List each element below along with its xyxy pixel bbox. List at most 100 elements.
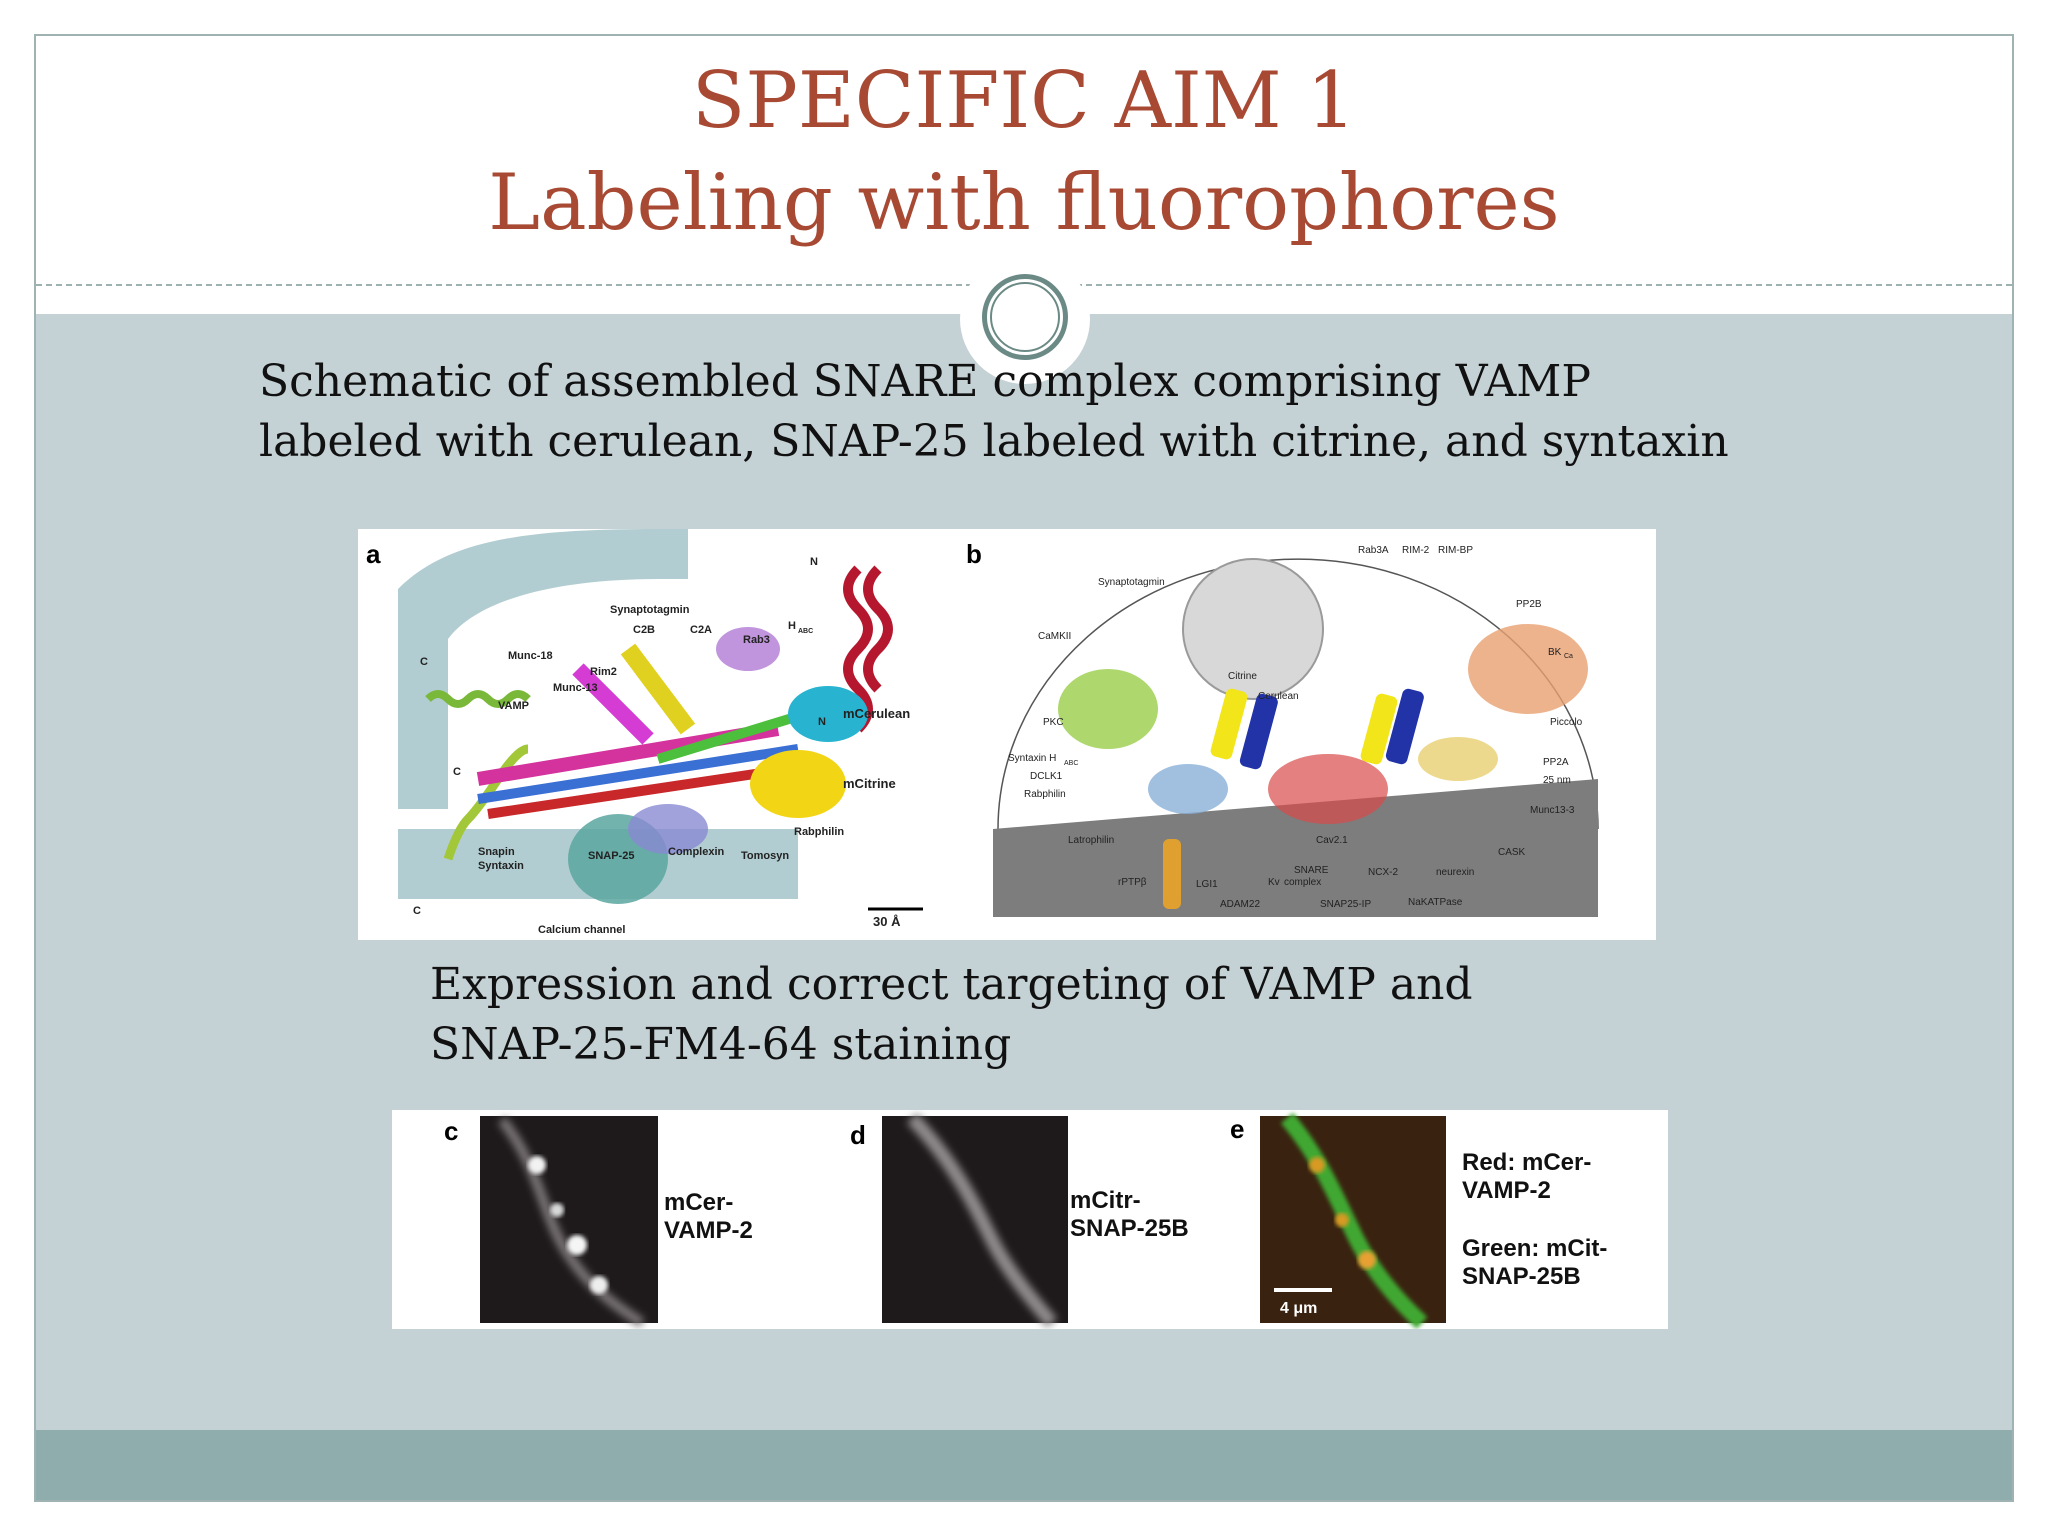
label-c-bottom: C [413, 905, 421, 917]
title-area: SPECIFIC AIM 1 Labeling with fluorophore… [36, 36, 2012, 286]
label-pp2b: PP2B [1516, 599, 1542, 610]
legend-green-line1: Green: mCit- [1462, 1235, 1607, 1262]
citrine-rod-1 [1210, 688, 1248, 760]
neurite-d [906, 1113, 1058, 1328]
label-snare: SNARE [1294, 865, 1329, 876]
label-synaptotagmin: Synaptotagmin [610, 604, 690, 616]
label-mcitr-snap25b-line1: mCitr- [1070, 1187, 1141, 1214]
label-bkca-sub: Ca [1564, 653, 1573, 660]
paragraph-expression-line-2: SNAP-25-FM4-64 staining [430, 1019, 1012, 1070]
label-camkii: CaMKII [1038, 631, 1071, 642]
synaptotagmin-c2a [620, 643, 696, 735]
label-pp2a: PP2A [1543, 757, 1569, 768]
vamp-helix [425, 690, 531, 708]
label-piccolo: Piccolo [1550, 717, 1583, 728]
vesicle-membrane [398, 529, 688, 809]
snare-helix-blue [477, 744, 799, 804]
label-n-top: N [810, 556, 818, 568]
label-mcitrine: mCitrine [843, 776, 896, 791]
puncta-e-1 [1309, 1157, 1325, 1173]
label-lgi1: LGI1 [1196, 879, 1218, 890]
puncta-e-2 [1335, 1213, 1349, 1227]
label-rabphilin: Rabphilin [794, 826, 844, 838]
label-mcer-vamp2-line1: mCer- [664, 1189, 733, 1216]
label-c-top: C [420, 656, 428, 668]
image-mcer-vamp2 [480, 1116, 658, 1323]
label-citrine: Citrine [1228, 671, 1257, 682]
protein-cluster-green [1058, 669, 1158, 749]
label-munc13: Munc-13 [553, 682, 598, 694]
label-mcer-vamp2-line2: VAMP-2 [664, 1217, 753, 1244]
legend-green-line2: SNAP-25B [1462, 1263, 1581, 1290]
puncta-c-3 [567, 1235, 587, 1255]
paragraph-schematic: Schematic of assembled SNARE complex com… [259, 352, 1729, 472]
cerulean-rod-2 [1385, 688, 1424, 765]
cerulean-rod-1 [1239, 693, 1278, 770]
puncta-c-1 [528, 1156, 546, 1174]
figure-fluorescence-svg: c mCer- VAMP-2 d mCitr- SNAP-25B e 4 μm … [444, 1112, 1607, 1329]
label-ncx2: NCX-2 [1368, 867, 1398, 878]
label-snare-complex: complex [1284, 877, 1321, 888]
label-dclk1: DCLK1 [1030, 771, 1063, 782]
divider-circle-icon [982, 274, 1068, 360]
label-calcium-channel: Calcium channel [538, 924, 625, 936]
panel-a-labels: Synaptotagmin C2B C2A Rab3 H ABC Munc-18… [413, 556, 910, 936]
syntaxin-helix [443, 744, 529, 861]
label-rim2: Rim2 [590, 666, 617, 678]
paragraph-schematic-line-2: labeled with cerulean, SNAP-25 labeled w… [259, 416, 1729, 467]
label-cav21: Cav2.1 [1316, 835, 1348, 846]
membrane-slab [993, 779, 1598, 917]
habc-helix-2 [863, 565, 893, 693]
protein-cluster-orange [1468, 624, 1588, 714]
figure-fluorescence-images: c mCer- VAMP-2 d mCitr- SNAP-25B e 4 μm … [392, 1110, 1668, 1329]
label-n-mid: N [818, 716, 826, 728]
paragraph-schematic-line-1: Schematic of assembled SNARE complex com… [259, 356, 1591, 407]
legend-red-line2: VAMP-2 [1462, 1177, 1551, 1204]
label-rab3: Rab3 [743, 634, 770, 646]
legend-red-line1: Red: mCer- [1462, 1149, 1591, 1176]
panel-d-letter: d [850, 1120, 866, 1150]
label-rim2-b: RIM-2 [1402, 545, 1430, 556]
label-c2a: C2A [690, 624, 712, 636]
label-snap25ip: SNAP25-IP [1320, 899, 1371, 910]
citrine-rod-2 [1360, 693, 1398, 765]
label-adam22: ADAM22 [1220, 899, 1260, 910]
protein-cluster-yellow [1418, 737, 1498, 781]
panel-c-letter: c [444, 1116, 458, 1146]
label-mcitr-snap25b-line2: SNAP-25B [1070, 1215, 1189, 1242]
mcerulean-blob [788, 686, 868, 742]
label-complexin: Complexin [668, 846, 725, 858]
slide-title-line-1: SPECIFIC AIM 1 [691, 56, 1357, 146]
panel-e-letter: e [1230, 1114, 1244, 1144]
label-scale-a: 30 Å [873, 914, 901, 929]
protein-cluster-red [1268, 754, 1388, 824]
label-c-mid: C [453, 766, 461, 778]
paragraph-expression: Expression and correct targeting of VAMP… [430, 955, 1473, 1075]
label-latrophilin: Latrophilin [1068, 835, 1114, 846]
footer-band [36, 1430, 2012, 1500]
panel-b-labels: Rab3A RIM-2 RIM-BP Synaptotagmin PP2B Ca… [1008, 545, 1583, 910]
puncta-c-2 [550, 1203, 564, 1217]
label-habc-sub: ABC [798, 628, 813, 635]
puncta-e-3 [1358, 1251, 1376, 1269]
label-snapin: Snapin [478, 846, 515, 858]
paragraph-expression-line-1: Expression and correct targeting of VAMP… [430, 959, 1473, 1010]
label-rptpb: rPTPβ [1118, 877, 1147, 888]
label-vamp: VAMP [498, 700, 529, 712]
neurite-c [498, 1116, 645, 1328]
label-scale-b: 25 nm [1543, 775, 1571, 786]
label-bkca: BK [1548, 647, 1562, 658]
panel-b-letter: b [966, 539, 982, 569]
snare-helix-red [487, 764, 789, 819]
figure-snare-schematic: a Synaptotagmin C2B C2A Rab3 H ABC Munc-… [358, 529, 1656, 940]
puncta-c-4 [590, 1276, 608, 1294]
rab3-blob [716, 627, 780, 671]
label-syntaxin-habc: Syntaxin H [1008, 753, 1056, 764]
label-scale-e: 4 μm [1280, 1300, 1317, 1317]
label-rab3a: Rab3A [1358, 545, 1389, 556]
label-pkc: PKC [1043, 717, 1064, 728]
label-nakatpase: NaKATPase [1408, 897, 1463, 908]
figure-snare-svg: a Synaptotagmin C2B C2A Rab3 H ABC Munc-… [366, 529, 1599, 936]
label-munc13-3: Munc13-3 [1530, 805, 1575, 816]
label-rabphilin-b: Rabphilin [1024, 789, 1066, 800]
